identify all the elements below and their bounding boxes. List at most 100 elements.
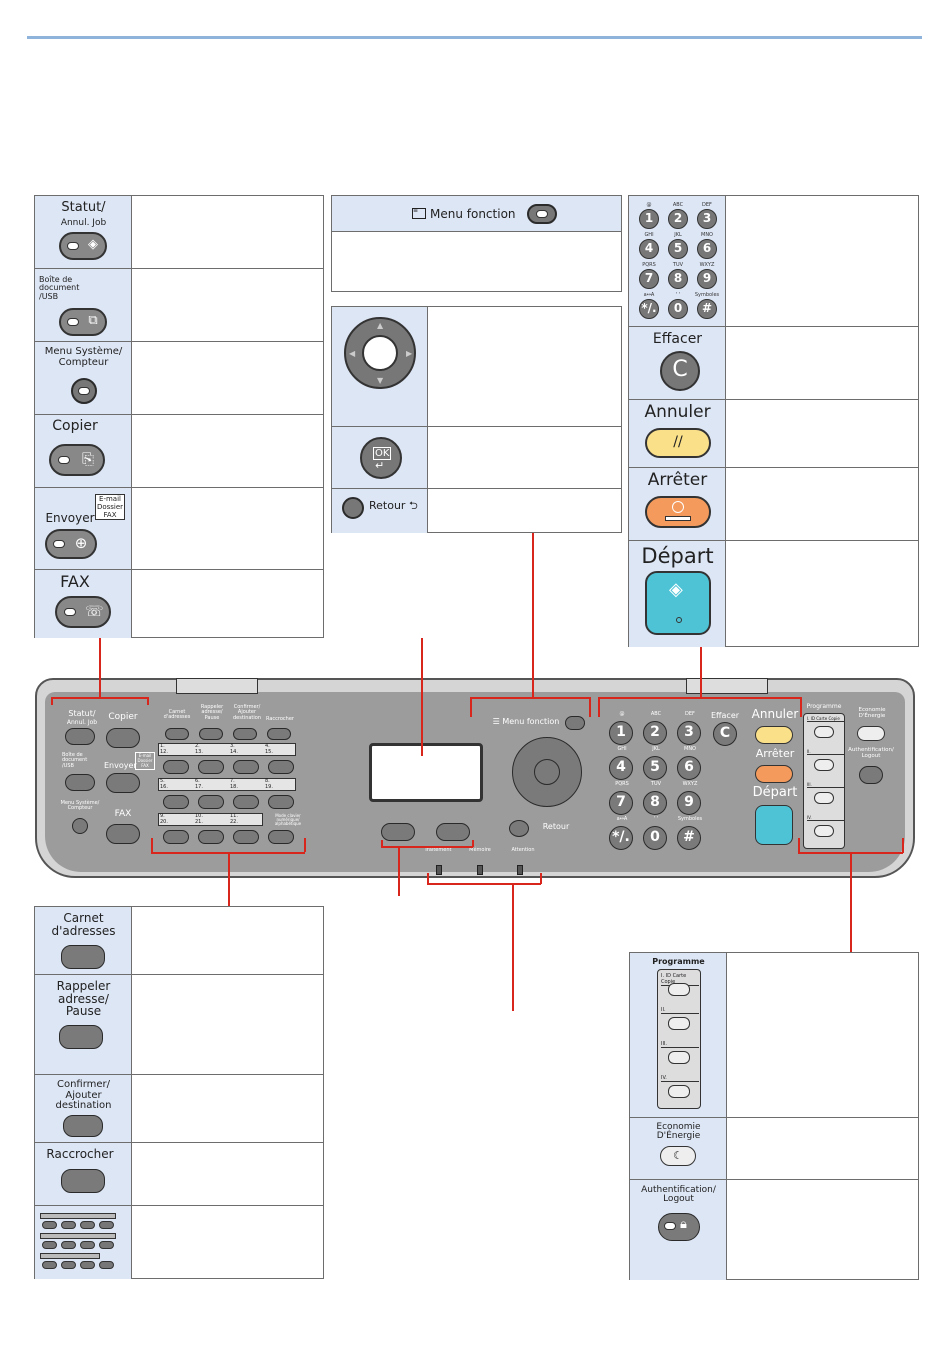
copy-icon: ⎘ (81, 450, 94, 468)
panel-envoyer-button[interactable] (106, 773, 140, 793)
arrow-left-icon[interactable]: ◀ (349, 349, 356, 358)
panel-keypad-key-3[interactable]: 4 (609, 756, 633, 780)
keypad-key-7[interactable]: 8 (668, 269, 688, 289)
panel-keypad-key-4[interactable]: 5 (643, 756, 667, 780)
annuler-label: Annuler (644, 402, 711, 422)
boite-document-usb-button[interactable]: ⧉ (59, 308, 107, 336)
panel-keypad-key-0[interactable]: 1 (609, 721, 633, 745)
mini-key (80, 1221, 95, 1229)
menu-systeme-button[interactable] (71, 378, 97, 404)
panel-programme-key-3[interactable] (814, 792, 834, 804)
programme-key-1[interactable] (668, 983, 690, 996)
carnet-adresses-button[interactable] (61, 945, 105, 969)
annuler-button[interactable]: // (645, 428, 711, 458)
panel-carnet-button[interactable] (165, 728, 189, 740)
panel-programme-key-1[interactable] (814, 726, 834, 738)
header-rule (27, 36, 922, 39)
one-touch-key[interactable] (198, 760, 224, 774)
panel-menu-fonction-button[interactable] (565, 716, 585, 730)
one-touch-key[interactable] (198, 830, 224, 844)
confirmer-destination-button[interactable] (63, 1115, 103, 1137)
panel-statut-button[interactable] (65, 728, 95, 745)
panel-programme-key-2[interactable] (814, 759, 834, 771)
keypad-key-0[interactable]: 1 (639, 209, 659, 229)
economie-energie-button[interactable]: ☾ (660, 1146, 696, 1166)
panel-copier-button[interactable] (106, 728, 140, 748)
panel-auth-button[interactable] (859, 766, 883, 784)
arrow-down-icon[interactable]: ▼ (377, 376, 384, 385)
panel-retour-button[interactable] (509, 820, 529, 837)
keypad-key-1[interactable]: 2 (668, 209, 688, 229)
programme-key-2[interactable] (668, 1017, 690, 1030)
panel-effacer-button[interactable]: C (713, 722, 737, 746)
panel-keypad-key-6[interactable]: 7 (609, 791, 633, 815)
panel-keypad-key-7[interactable]: 8 (643, 791, 667, 815)
arrow-right-icon[interactable]: ▶ (406, 349, 413, 358)
one-touch-key[interactable] (268, 760, 294, 774)
depart-button[interactable]: ◈ (645, 571, 711, 635)
panel-keypad-key-5[interactable]: 6 (677, 756, 701, 780)
panel-programme-key-4[interactable] (814, 825, 834, 837)
arrow-up-icon[interactable]: ▲ (377, 321, 384, 330)
panel-boite-button[interactable] (65, 774, 95, 791)
keypad-key-5[interactable]: 6 (697, 239, 717, 259)
right-select-button[interactable] (436, 823, 470, 841)
keypad-key-11[interactable]: # (697, 299, 717, 319)
arrow-pad-center[interactable] (362, 335, 398, 371)
auth-logout-button[interactable]: 🔒︎ (658, 1213, 700, 1241)
mini-key (80, 1241, 95, 1249)
copier-button[interactable]: ⎘ (49, 444, 105, 476)
panel-arreter-button[interactable] (755, 765, 793, 783)
panel-keypad-key-11[interactable]: # (677, 826, 701, 850)
one-touch-key[interactable] (233, 795, 259, 809)
one-touch-key[interactable] (163, 760, 189, 774)
navigation-table: ▲ ▼ ◀ ▶ OK ↵ Retour ⮌ (331, 306, 622, 533)
menu-fonction-button[interactable] (527, 204, 557, 224)
panel-keypad-key-2[interactable]: 3 (677, 721, 701, 745)
retour-button[interactable] (342, 497, 364, 519)
one-touch-key[interactable] (163, 830, 189, 844)
panel-rappeler-button[interactable] (199, 728, 223, 740)
panel-confirmer-button[interactable] (233, 728, 257, 740)
panel-keypad-key-9[interactable]: */. (609, 826, 633, 850)
panel-keypad-key-8[interactable]: 9 (677, 791, 701, 815)
fax-button[interactable]: ☏ (55, 596, 111, 628)
one-touch-key[interactable] (163, 795, 189, 809)
panel-annuler-button[interactable] (755, 726, 793, 744)
left-select-button[interactable] (381, 823, 415, 841)
panel-depart-button[interactable] (755, 805, 793, 845)
panel-keypad-key-10[interactable]: 0 (643, 826, 667, 850)
panel-economie-button[interactable] (857, 726, 885, 741)
panel-fax-button[interactable] (106, 824, 140, 844)
one-touch-key[interactable] (233, 830, 259, 844)
keypad-key-6[interactable]: 7 (639, 269, 659, 289)
panel-keypad-sub-label: @ (619, 711, 625, 717)
ok-button[interactable]: OK ↵ (360, 437, 402, 479)
arrow-pad[interactable]: ▲ ▼ ◀ ▶ (344, 317, 416, 389)
one-touch-number: 2. (195, 743, 200, 749)
effacer-button[interactable]: C (660, 351, 700, 391)
envoyer-button[interactable]: ⊕ (45, 529, 97, 559)
rappeler-adresse-button[interactable] (59, 1025, 103, 1049)
panel-menu-sys-button[interactable] (72, 818, 88, 834)
one-touch-key[interactable] (198, 795, 224, 809)
keypad-key-3[interactable]: 4 (639, 239, 659, 259)
programme-key-4[interactable] (668, 1085, 690, 1098)
arreter-button[interactable] (645, 496, 711, 528)
statut-annul-job-button[interactable]: ◈ (59, 232, 107, 260)
one-touch-key[interactable] (233, 760, 259, 774)
raccrocher-button[interactable] (61, 1169, 105, 1193)
keypad-key-4[interactable]: 5 (668, 239, 688, 259)
one-touch-sub-number: 22. (230, 819, 238, 825)
one-touch-key[interactable] (268, 830, 294, 844)
panel-arrow-pad[interactable] (512, 737, 582, 807)
panel-raccrocher-button[interactable] (267, 728, 291, 740)
keypad-key-8[interactable]: 9 (697, 269, 717, 289)
keypad-key-9[interactable]: */. (639, 299, 659, 319)
panel-keypad-key-1[interactable]: 2 (643, 721, 667, 745)
programme-key-3[interactable] (668, 1051, 690, 1064)
keypad-key-10[interactable]: 0 (668, 299, 688, 319)
one-touch-key[interactable] (268, 795, 294, 809)
panel-ok-button[interactable] (534, 759, 560, 785)
keypad-key-2[interactable]: 3 (697, 209, 717, 229)
